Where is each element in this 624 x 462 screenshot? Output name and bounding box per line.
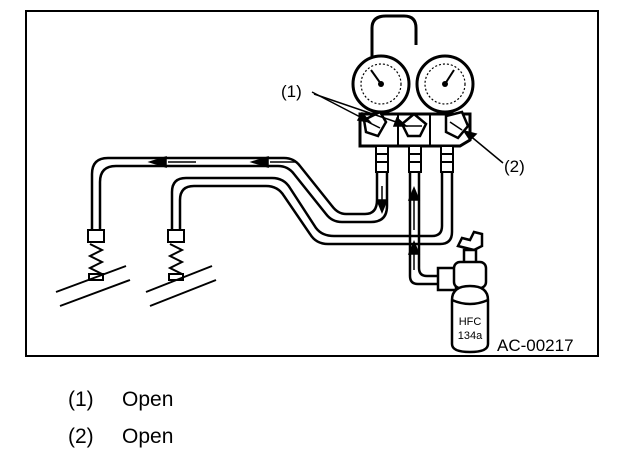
refrigerant-can	[450, 284, 490, 354]
callout-1-label: (1)	[281, 82, 302, 101]
callout-2-leader	[462, 129, 504, 164]
manifold-hose-fittings	[375, 145, 454, 173]
high-side-coupler	[167, 229, 185, 281]
can-label-line2: 134a	[458, 330, 483, 342]
high-side-hose	[170, 172, 454, 246]
legend-item-1: (1) Open	[68, 388, 173, 412]
manifold-hanger	[370, 14, 418, 60]
high-side-valve-knob	[444, 110, 470, 140]
legend-item-2: (2) Open	[68, 425, 173, 449]
refrigerant-can-tap	[436, 230, 488, 292]
diagram-frame	[25, 10, 599, 357]
legend-text-1: Open	[122, 388, 174, 411]
center-valve-knob	[400, 112, 428, 138]
high-pressure-gauge	[415, 54, 475, 114]
figure-code: AC-00217	[497, 336, 574, 355]
can-label-line1: HFC	[459, 316, 482, 328]
legend-text-2: Open	[122, 425, 174, 448]
low-side-hose	[90, 156, 389, 232]
legend-number-2: (2)	[68, 425, 94, 448]
low-pressure-gauge	[351, 54, 411, 114]
callout-1-leaders	[311, 91, 408, 127]
legend-number-1: (1)	[68, 388, 94, 411]
callout-2-label: (2)	[504, 157, 525, 176]
service-pipes	[55, 265, 217, 307]
charging-hose	[408, 172, 440, 286]
low-side-valve-knob	[362, 110, 388, 138]
low-side-coupler	[87, 229, 105, 281]
flow-arrows	[147, 155, 421, 270]
